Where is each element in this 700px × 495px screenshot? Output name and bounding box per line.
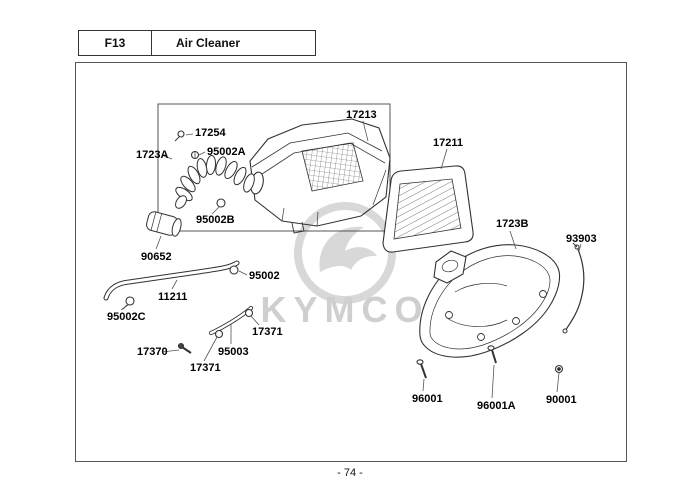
kymco-watermark-logo: KYMCO: [261, 202, 430, 330]
part-label-95002: 95002: [249, 270, 280, 282]
part-label-17211: 17211: [433, 137, 463, 149]
section-title: Air Cleaner: [152, 30, 316, 56]
part-label-90652: 90652: [141, 251, 172, 263]
part-label-17213: 17213: [346, 109, 377, 121]
part-label-95002A: 95002A: [207, 146, 246, 158]
bolt-96001A-drawing: [487, 345, 497, 364]
bolt-96001-drawing: [416, 359, 427, 379]
part-label-95002C: 95002C: [107, 311, 146, 323]
clamp-95002B-drawing: [216, 198, 226, 208]
part-label-17371-lower: 17371: [190, 362, 221, 374]
diagram-frame: [75, 62, 627, 462]
nut-90001-drawing: [554, 364, 564, 374]
filter-element-drawing: [382, 165, 474, 253]
clamp-95002A-drawing: [190, 150, 200, 160]
part-label-95002B: 95002B: [196, 214, 235, 226]
clamp-17371-lower-drawing: [214, 329, 224, 339]
intake-joint-drawing: [146, 211, 182, 237]
clip-17254-drawing: [174, 130, 185, 142]
part-label-17370: 17370: [137, 346, 168, 358]
section-header: F13 Air Cleaner: [78, 30, 316, 56]
page-number: - 74 -: [337, 467, 363, 479]
part-label-1723B: 1723B: [496, 218, 529, 230]
air-cleaner-cover-drawing: [419, 244, 561, 358]
part-label-11211: 11211: [158, 291, 188, 303]
leader-lines: [120, 120, 582, 399]
drain-tube-drawing: [103, 260, 240, 301]
small-fasteners: [122, 130, 564, 379]
part-label-17371-upper: 17371: [252, 326, 283, 338]
watermark-text: KYMCO: [261, 289, 430, 330]
intake-hose-drawing: [175, 155, 255, 209]
part-label-90001: 90001: [546, 394, 577, 406]
part-label-96001: 96001: [412, 393, 443, 405]
part-label-93903: 93903: [566, 233, 597, 245]
clamp-95002-drawing: [229, 265, 239, 275]
part-label-96001A: 96001A: [477, 400, 516, 412]
air-cleaner-case-drawing: [249, 118, 391, 234]
part-label-95003: 95003: [218, 346, 249, 358]
cable-93903-drawing: [562, 242, 585, 334]
screw-17370-drawing: [177, 342, 192, 354]
section-code: F13: [78, 30, 152, 56]
part-label-1723A: 1723A: [136, 149, 169, 161]
part-label-17254: 17254: [195, 127, 226, 139]
clamp-17371-upper-drawing: [244, 308, 254, 318]
assembly-group-box: [157, 103, 391, 232]
